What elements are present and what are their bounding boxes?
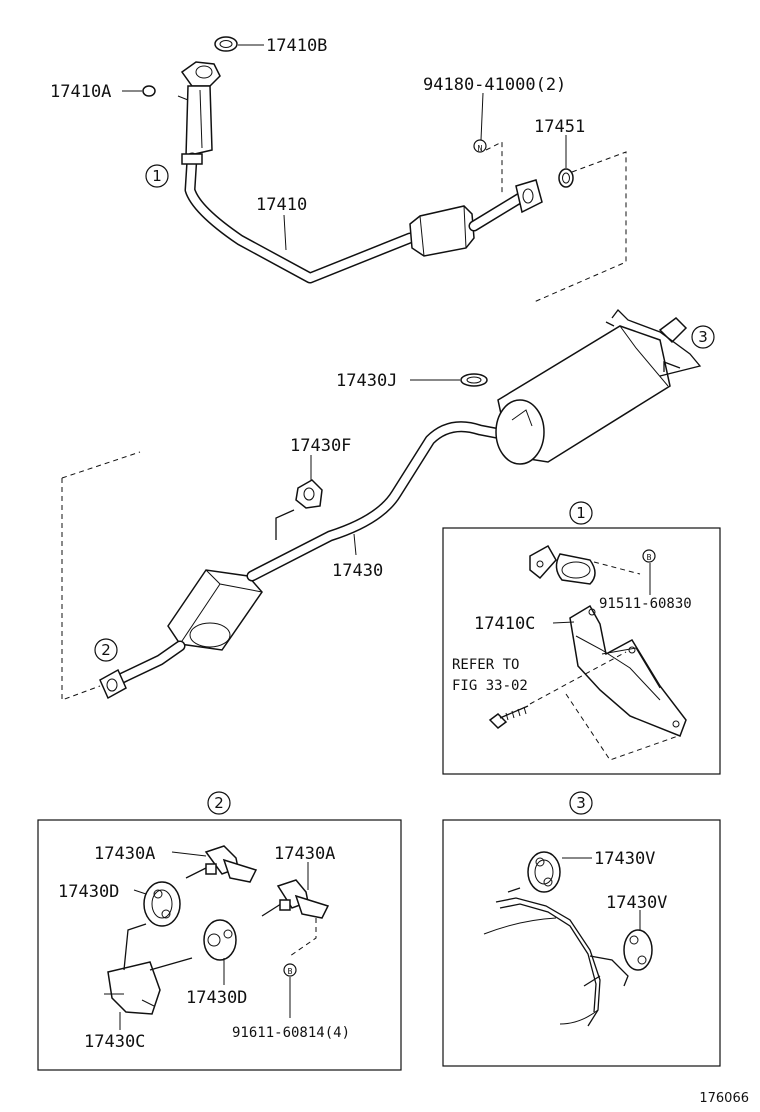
svg-text:2: 2 (101, 641, 111, 659)
label-17430D-1: 17430D (58, 882, 119, 902)
gasket-17430J[interactable] (460, 373, 488, 387)
svg-text:B: B (288, 967, 293, 976)
svg-text:1: 1 (152, 167, 162, 185)
pipe-clamp[interactable] (529, 544, 596, 585)
label-91611-60814: 91611-60814(4) (232, 1025, 350, 1041)
label-17430D-2: 17430D (186, 988, 247, 1008)
bolt-91611[interactable]: B (283, 963, 297, 977)
label-17430A-1: 17430A (94, 844, 155, 864)
heat-insulator-17410C[interactable] (569, 604, 687, 737)
svg-text:N: N (478, 144, 483, 153)
catalytic-converter[interactable] (409, 205, 475, 257)
nut-91511[interactable]: B (642, 549, 656, 563)
label-17430C: 17430C (84, 1032, 145, 1052)
support-17430F[interactable] (295, 479, 323, 509)
svg-text:B: B (647, 553, 652, 562)
label-17430V-2: 17430V (606, 893, 667, 913)
label-17451: 17451 (534, 117, 585, 137)
front-pipe-17410[interactable] (184, 152, 416, 284)
inset-1: 1 B (442, 501, 721, 775)
label-17410: 17410 (256, 195, 307, 215)
rubber-hanger-17430V-1[interactable] (527, 851, 561, 893)
gasket-17451[interactable] (558, 168, 574, 188)
label-17430V-1: 17430V (594, 849, 655, 869)
muffler-hanger-bracket[interactable] (495, 887, 629, 1027)
label-17430J: 17430J (336, 371, 397, 391)
label-17410B: 17410B (266, 36, 327, 56)
svg-text:3: 3 (576, 794, 586, 812)
center-muffler[interactable] (167, 569, 263, 651)
gasket-17410B[interactable] (214, 36, 238, 52)
bolt[interactable] (488, 705, 529, 729)
front-pipe-flange[interactable] (177, 61, 221, 157)
label-17430: 17430 (332, 561, 383, 581)
rubber-hanger-17430D-2[interactable] (203, 919, 237, 961)
refer-fig-text: FIG 33-02 (452, 678, 528, 694)
bracket-17430A-1[interactable] (185, 845, 258, 883)
bracket-17430A-2[interactable] (261, 879, 330, 919)
callout-1: 1 (145, 164, 169, 188)
label-17410C: 17410C (474, 614, 535, 634)
figure-number: 176066 (699, 1091, 749, 1106)
label-17410A: 17410A (50, 82, 111, 102)
label-17430A-2: 17430A (274, 844, 335, 864)
svg-text:3: 3 (698, 328, 708, 346)
label-91511-60830: 91511-60830 (599, 596, 692, 612)
rubber-hanger-17430D-1[interactable] (143, 881, 181, 927)
callout-2: 2 (94, 638, 118, 662)
tail-pipe-assembly (99, 309, 702, 700)
inset-2: 2 B (37, 791, 402, 1071)
hanger-bracket-17430C[interactable] (104, 923, 193, 1015)
label-17430F: 17430F (290, 436, 351, 456)
pipe-rear-flange[interactable] (515, 179, 543, 214)
nut-94180[interactable]: N (473, 139, 487, 153)
callout-3: 3 (691, 325, 715, 349)
front-pipe-assembly (122, 36, 543, 284)
svg-text:1: 1 (576, 504, 586, 522)
rubber-hanger-17430V-2[interactable] (623, 929, 653, 971)
inset-3: 3 (442, 791, 721, 1067)
label-94180-41000: 94180-41000(2) (423, 75, 566, 95)
svg-text:2: 2 (214, 794, 224, 812)
muffler-inlet-flange[interactable] (99, 668, 127, 700)
nut-17410A[interactable] (142, 85, 156, 97)
refer-to-text: REFER TO (452, 657, 519, 673)
